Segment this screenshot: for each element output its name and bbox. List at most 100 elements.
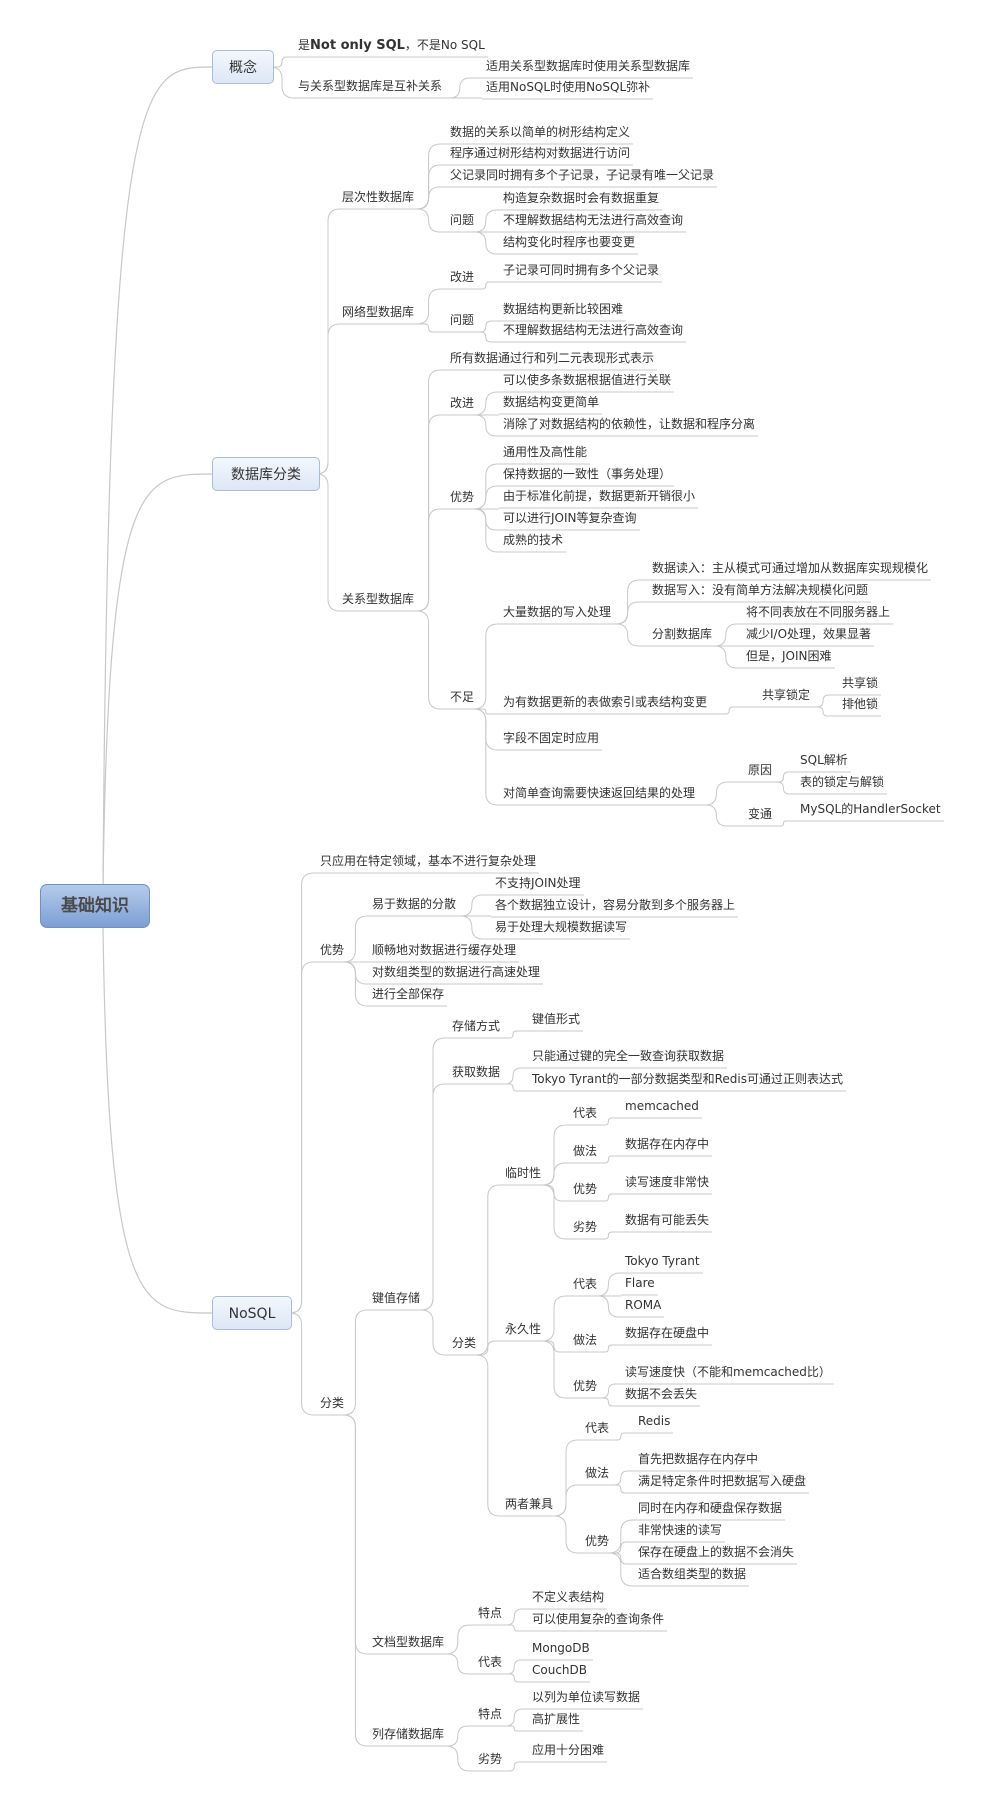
node-nosql-adv-d3: 易于处理大规模数据读写 — [495, 920, 628, 934]
node-nosql-cls-kv-store1: 键值形式 — [532, 1012, 581, 1026]
node-nosql-cls-kv-tmp-how: 做法 — [573, 1144, 598, 1158]
node-nosql-adv-d1: 不支持JOIN处理 — [495, 876, 581, 890]
connector-114 — [102, 473, 213, 889]
node-dbc-rel-idx: 为有数据更新的表做索引或表结构变更 — [503, 695, 708, 709]
node-concept-l2b: 适用NoSQL时使用NoSQL弥补 — [486, 80, 651, 94]
node-nosql-cls-col-feat: 特点 — [478, 1707, 503, 1721]
node-dbc-rel-y2: 表的锁定与解锁 — [800, 775, 885, 789]
connector-213 — [505, 1659, 528, 1675]
connector-160 — [102, 927, 213, 1314]
connector-204 — [608, 1519, 634, 1554]
connector-122 — [474, 231, 499, 255]
node-nosql-cls-kv-tmp-dis: 劣势 — [573, 1220, 598, 1234]
node-dbc-rel-s2: 减少I/O处理，效果显著 — [746, 627, 872, 641]
node-dbc-hier-issue: 问题 — [450, 213, 475, 227]
topic-nosql-label[interactable]: NoSQL — [212, 1296, 292, 1330]
node-dbc-rel-s1: 将不同表放在不同服务器上 — [746, 605, 891, 619]
node-dbc-hier-i2: 程序通过树形结构对数据进行访问 — [450, 146, 631, 160]
connector-116 — [416, 143, 446, 210]
node-nosql-cls-kv-both-adv4: 适合数组类型的数据 — [638, 1567, 747, 1581]
node-nosql-cls-kv-both-label: 两者兼具 — [505, 1497, 554, 1511]
concept-l1-b: Not only SQL — [310, 38, 405, 53]
connector-179 — [541, 1124, 569, 1186]
connector-196 — [600, 1397, 621, 1407]
connector-176 — [503, 1083, 528, 1092]
connector-218 — [505, 1725, 528, 1732]
node-dbc-rel-split: 分割数据库 — [652, 627, 713, 641]
node-nosql-cls-kv-tmp-label: 临时性 — [505, 1166, 542, 1180]
node-dbc-rel-k2: 排他锁 — [842, 697, 879, 711]
node-nosql-adv-d: 进行全部保存 — [372, 987, 445, 1001]
connector-156 — [775, 771, 796, 783]
connector-195 — [600, 1383, 621, 1399]
connector-111 — [269, 66, 295, 99]
node-nosql-cls-doc-rep: 代表 — [478, 1655, 503, 1669]
node-nosql-cls-doc-f2: 可以使用复杂的查询条件 — [532, 1612, 665, 1626]
node-nosql-adv-d2: 各个数据独立设计，容易分散到多个服务器上 — [495, 898, 736, 912]
node-nosql-cls-col-f2: 高扩展性 — [532, 1712, 581, 1726]
node-nosql-cls-kv-cat: 分类 — [452, 1336, 477, 1350]
connector-144 — [614, 601, 648, 625]
node-nosql-cls-kv-both-adv: 优势 — [585, 1534, 610, 1548]
node-dbc-rel-imp: 改进 — [450, 396, 475, 410]
node-nosql-cls-doc-label: 文档型数据库 — [372, 1635, 445, 1649]
node-nosql-cls-doc-r1: MongoDB — [532, 1641, 590, 1655]
connector-189 — [596, 1272, 621, 1297]
connector-124 — [416, 288, 446, 325]
concept-l1-a: 是 — [298, 38, 311, 52]
node-dbc-rel-lack: 不足 — [450, 690, 475, 704]
connector-209 — [445, 1624, 474, 1655]
node-dbc-rel-k1: 共享锁 — [842, 676, 879, 690]
node-dbc-rel-adv: 优势 — [450, 490, 475, 504]
node-nosql-cls-kv-perm-rep3: ROMA — [625, 1298, 662, 1312]
connector-216 — [447, 1725, 474, 1747]
node-nosql-adv-label: 优势 — [320, 943, 345, 957]
connector-146 — [714, 623, 742, 647]
connector-186 — [600, 1231, 621, 1240]
connector-127 — [477, 320, 499, 333]
connector-142 — [473, 623, 499, 710]
topic-dbc-label[interactable]: 数据库分类 — [212, 457, 320, 491]
node-nosql-cls-kv-perm-how: 做法 — [573, 1333, 598, 1347]
node-nosql-cls-kv-perm-adv: 优势 — [573, 1379, 598, 1393]
connector-178 — [475, 1184, 501, 1356]
node-nosql-cls-kv-tmp-adv: 优势 — [573, 1182, 598, 1196]
connector-148 — [714, 645, 742, 669]
connector-130 — [416, 369, 446, 612]
connector-201 — [612, 1470, 634, 1486]
root-topic[interactable]: 基础知识 — [40, 884, 150, 928]
connector-126 — [417, 323, 446, 333]
node-nosql-cls-kv-label: 键值存储 — [372, 1291, 421, 1305]
connector-110 — [274, 56, 294, 68]
node-nosql-cls-kv-perm-adv2: 数据不会丢失 — [625, 1387, 698, 1401]
connector-168 — [344, 961, 368, 985]
node-dbc-hier-i3: 父记录同时拥有多个子记录，子记录有唯一父记录 — [450, 168, 715, 182]
connector-180 — [600, 1117, 621, 1126]
node-nosql-cls-doc-feat: 特点 — [478, 1606, 503, 1620]
connector-215 — [343, 1414, 368, 1747]
connector-166 — [459, 915, 491, 940]
node-nosql-cls-kv-perm-adv1: 读写速度快（不能和memcached比） — [625, 1365, 831, 1379]
node-nosql-cls-kv-perm-rep2: Flare — [625, 1276, 655, 1290]
node-dbc-net-imp: 改进 — [450, 270, 475, 284]
node-nosql-cls-kv-both-adv2: 非常快速的读写 — [638, 1523, 723, 1537]
connector-164 — [459, 894, 491, 917]
node-concept-l2a: 适用关系型数据库时使用关系型数据库 — [486, 59, 691, 73]
node-dbc-rel-fast: 对简单查询需要快速返回结果的处理 — [503, 786, 696, 800]
node-nosql-cls-kv-tmp-rep1: memcached — [625, 1099, 699, 1113]
node-nosql-cls-kv-perm-how1: 数据存在硬盘中 — [625, 1326, 710, 1340]
node-nosql-cls-kv-tmp-dis1: 数据有可能丢失 — [625, 1213, 710, 1227]
node-nosql-cls-kv-get: 获取数据 — [452, 1065, 501, 1079]
connector-182 — [600, 1155, 621, 1164]
node-concept-l1: 是Not only SQL，不是No SQL — [298, 38, 485, 53]
topic-concept-label[interactable]: 概念 — [212, 50, 274, 84]
node-dbc-rel-w: 大量数据的写入处理 — [503, 605, 612, 619]
connector-137 — [474, 485, 499, 510]
connector-158 — [698, 804, 744, 827]
node-dbc-rel-imp2: 数据结构变更简单 — [503, 395, 600, 409]
node-nosql-cls-col-dis: 劣势 — [478, 1752, 503, 1766]
connector-200 — [553, 1484, 581, 1517]
node-dbc-rel-field: 字段不固定时应用 — [503, 731, 600, 745]
node-nosql-cls-col-label: 列存储数据库 — [372, 1727, 445, 1741]
node-dbc-rel-alt: 变通 — [748, 807, 773, 821]
